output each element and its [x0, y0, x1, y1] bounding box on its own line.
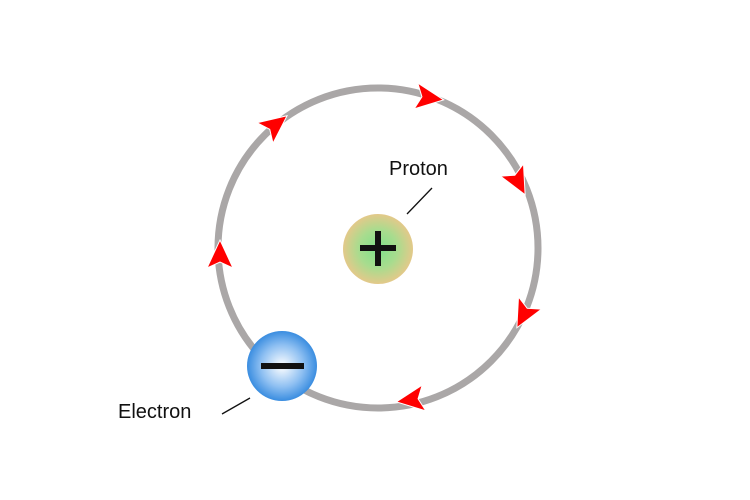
arrow-icon	[255, 115, 288, 145]
arrow-icon	[413, 81, 445, 110]
arrow-icon	[205, 238, 235, 270]
minus-icon	[261, 363, 304, 369]
electron-label: Electron	[118, 401, 192, 423]
arrow-icon	[395, 383, 427, 412]
arrow-icon	[499, 162, 526, 196]
plus-icon	[360, 231, 396, 266]
proton-leader-line	[406, 187, 433, 215]
proton-label: Proton	[389, 158, 448, 180]
arrow-icon	[516, 295, 543, 329]
electron-leader-line	[221, 397, 251, 415]
